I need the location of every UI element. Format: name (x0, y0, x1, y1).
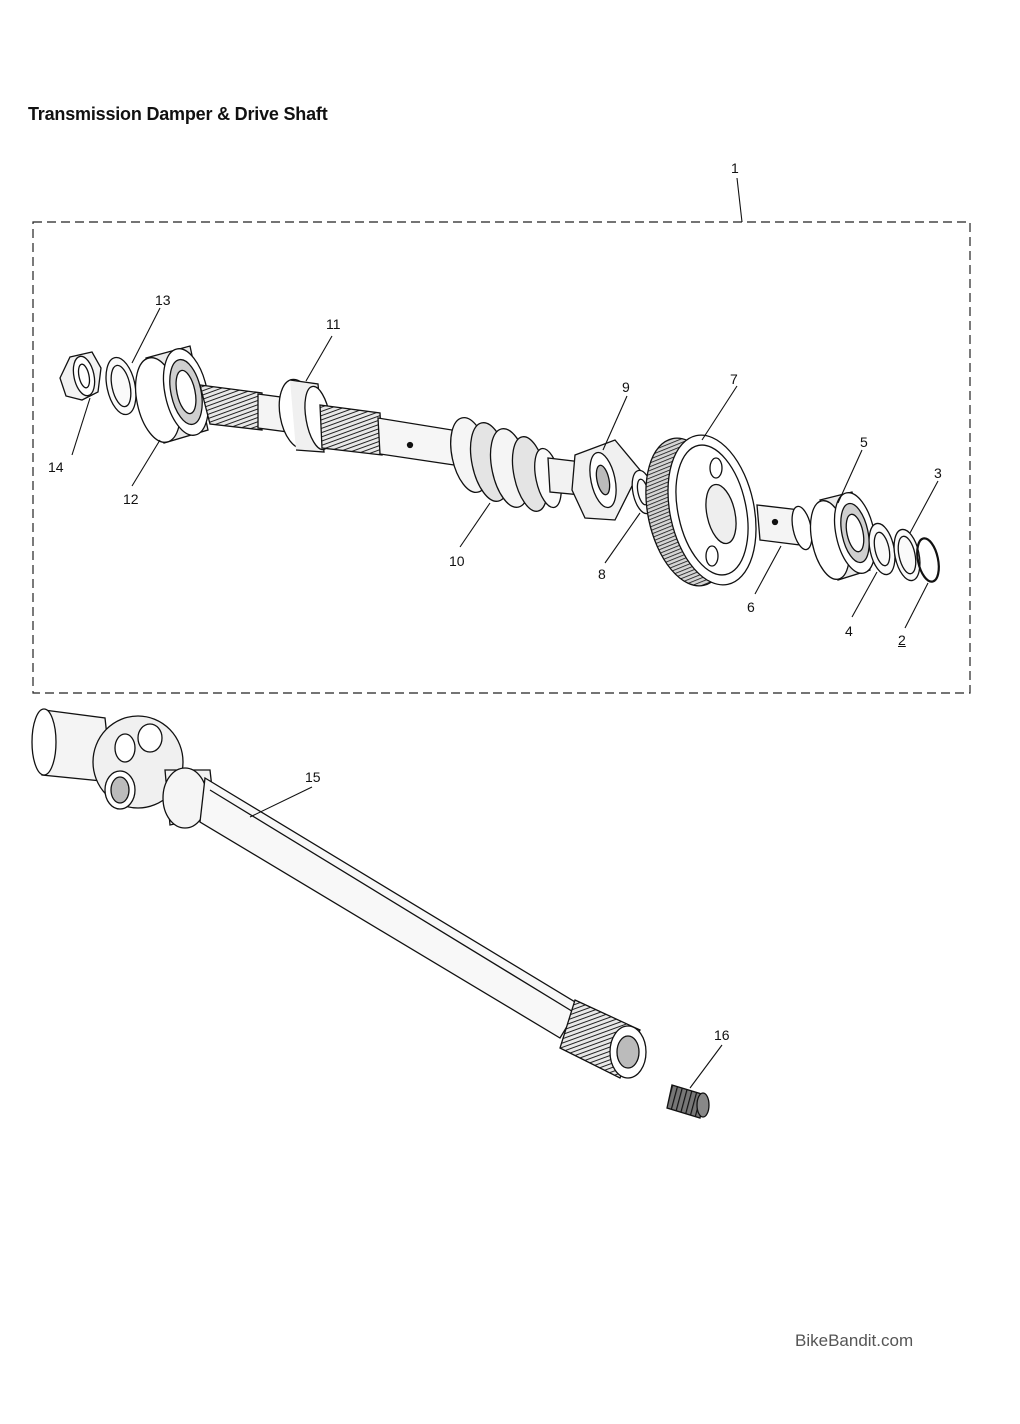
part-7-gear (645, 434, 757, 587)
part-3-washer (893, 528, 921, 582)
watermark: BikeBandit.com (795, 1331, 914, 1350)
part-12-bearing (134, 345, 210, 444)
callout-11: 11 (326, 316, 341, 332)
callout-8: 8 (598, 566, 606, 582)
page-title: Transmission Damper & Drive Shaft (28, 104, 328, 124)
part-9-cam (571, 439, 641, 521)
part-14-nut (59, 351, 102, 401)
callout-13: 13 (155, 292, 171, 308)
callout-3: 3 (934, 465, 942, 481)
part-2-circlip (916, 537, 940, 583)
callout-14: 14 (48, 459, 64, 475)
part-15-drive-shaft (31, 708, 647, 1079)
callout-7: 7 (730, 371, 738, 387)
shaft-spline-left (199, 384, 263, 431)
part-6-shaft-end (756, 504, 813, 551)
callout-12: 12 (123, 491, 139, 507)
callout-9: 9 (622, 379, 630, 395)
callout-5: 5 (860, 434, 868, 450)
callout-16: 16 (714, 1027, 730, 1043)
callout-10: 10 (449, 553, 465, 569)
shaft-spline-center (319, 404, 383, 456)
leader-lines (71, 177, 939, 1089)
part-5-bearing (809, 491, 877, 581)
part-13-washer (105, 356, 137, 416)
part-10-damper-spring (450, 416, 562, 512)
callout-6: 6 (747, 599, 755, 615)
callout-2: 2 (898, 632, 906, 648)
callout-15: 15 (305, 769, 321, 785)
part-16-spring (666, 1084, 710, 1119)
assembly-boundary (32, 221, 971, 694)
callout-1: 1 (731, 160, 739, 176)
callout-4: 4 (845, 623, 853, 639)
